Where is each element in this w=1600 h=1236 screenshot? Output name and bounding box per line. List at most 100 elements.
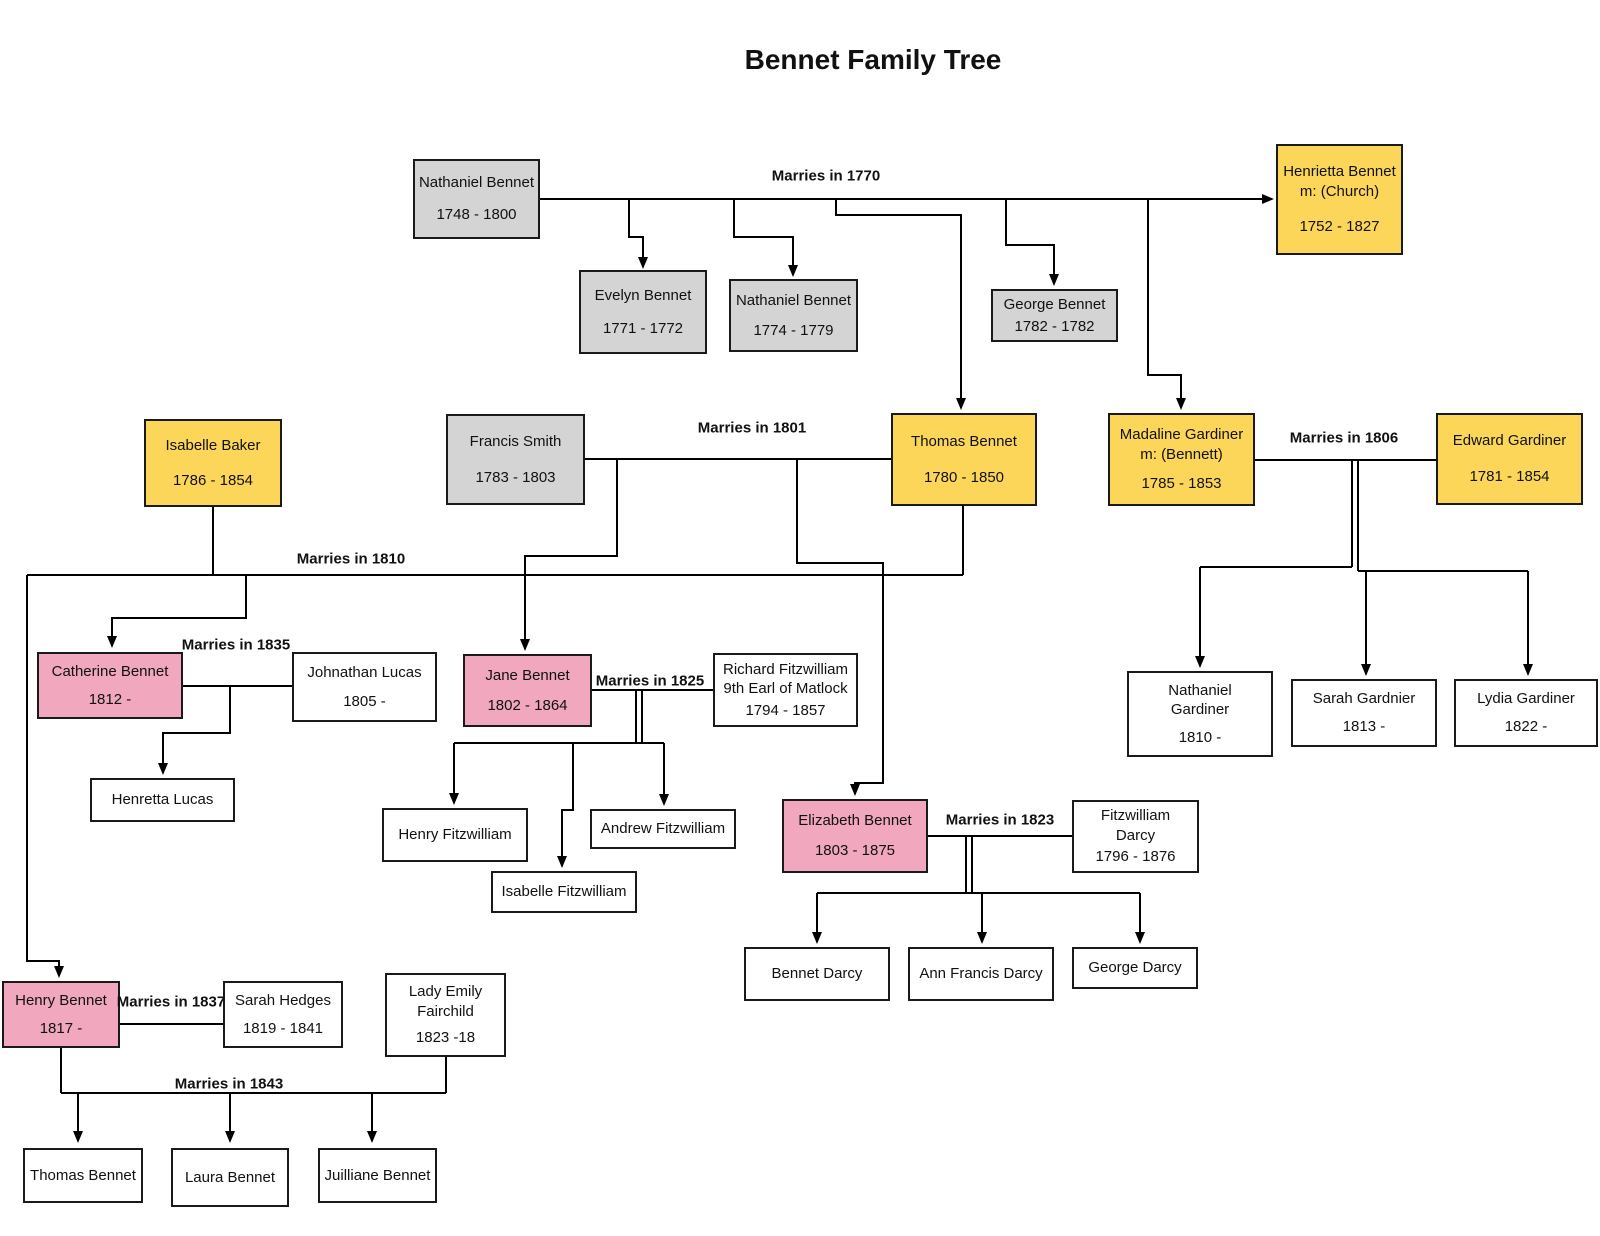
marriage-label-m1825: Marries in 1825 [595, 672, 705, 690]
person-name: George Darcy [1088, 959, 1182, 977]
marriage-label-m1835: Marries in 1835 [181, 636, 291, 654]
person-name: Catherine Bennet [51, 663, 169, 680]
edge-madaline-drop [1147, 199, 1186, 410]
person-dates: 1783 - 1803 [475, 468, 556, 486]
person-name: Ann Francis Darcy [919, 965, 1043, 983]
edge-isabelle-fitz-drop [557, 743, 574, 868]
marriage-label-m1843: Marries in 1843 [174, 1075, 284, 1093]
person-dates: 1780 - 1850 [923, 468, 1005, 486]
person-box-henry-bennet: Henry Bennet 1817 - [2, 981, 120, 1048]
person-name: Juilliane Bennet [324, 1166, 431, 1184]
person-name: Sarah Hedges [235, 992, 331, 1009]
person-box-catherine-bennet: Catherine Bennet 1812 - [37, 652, 183, 719]
person-dates: 1817 - [39, 1019, 83, 1037]
person-name: Nathaniel Bennet [418, 174, 535, 192]
person-dates: 1748 - 1800 [436, 206, 517, 224]
person-dates: 1785 - 1853 [1141, 475, 1222, 493]
person-name: Andrew Fitzwilliam [600, 820, 726, 838]
marriage-label-m1770: Marries in 1770 [771, 167, 881, 185]
person-box-nathaniel-bennet-sr: Nathaniel Bennet 1748 - 1800 [413, 159, 540, 239]
person-name: Laura Bennet [184, 1168, 276, 1186]
person-box-lydia-gardiner: Lydia Gardiner 1822 - [1454, 679, 1598, 747]
person-name: Sarah Gardnier [1312, 690, 1416, 708]
person-name: George Bennet [1003, 296, 1106, 313]
person-name: Edward Gardiner [1452, 432, 1567, 450]
person-box-sarah-hedges: Sarah Hedges 1819 - 1841 [223, 981, 343, 1048]
person-box-sarah-gardnier: Sarah Gardnier 1813 - [1291, 679, 1437, 747]
person-dates: 1805 - [343, 692, 386, 710]
page-title: Bennet Family Tree [744, 44, 1002, 75]
person-dates: 1803 - 1875 [814, 842, 896, 860]
person-name: Nathaniel Bennet [735, 292, 852, 309]
edge-elizabeth-drop [796, 459, 884, 796]
person-dates: 1819 - 1841 [242, 1019, 324, 1037]
person-box-juilliane-bennet: Juilliane Bennet [318, 1148, 437, 1203]
marriage-label-m1801: Marries in 1801 [697, 419, 807, 437]
person-dates: 1812 - [88, 690, 132, 708]
edge-nathaniel-jr-drop [733, 199, 798, 277]
edge-henry-drop [26, 575, 64, 978]
person-box-henry-fitzwilliam: Henry Fitzwilliam [382, 808, 528, 862]
person-dates: 1782 - 1782 [1014, 317, 1095, 335]
edge-george-drop [1005, 199, 1059, 286]
person-name: Isabelle Fitzwilliam [501, 883, 627, 901]
person-box-nathaniel-bennet-jr: Nathaniel Bennet 1774 - 1779 [729, 279, 858, 352]
person-box-laura-bennet: Laura Bennet [171, 1148, 289, 1207]
person-name: Elizabeth Bennet [798, 812, 912, 830]
person-name: Thomas Bennet [30, 1166, 136, 1184]
person-name: Henry Fitzwilliam [398, 826, 512, 844]
person-name: Thomas Bennet [911, 432, 1017, 450]
person-dates: 1822 - [1504, 718, 1548, 736]
person-box-johnathan-lucas: Johnathan Lucas 1805 - [292, 652, 437, 722]
person-dates: 1796 - 1876 [1095, 848, 1176, 866]
person-dates: 1781 - 1854 [1469, 468, 1550, 486]
person-box-elizabeth-bennet: Elizabeth Bennet 1803 - 1875 [782, 799, 928, 873]
marriage-label-m1806: Marries in 1806 [1289, 429, 1399, 447]
person-dates: 1771 - 1772 [602, 319, 684, 337]
person-box-george-bennet: George Bennet 1782 - 1782 [991, 289, 1118, 342]
person-dates: 1823 -18 [415, 1029, 476, 1047]
person-dates: 1810 - [1178, 728, 1222, 746]
person-dates: 1813 - [1342, 718, 1386, 736]
person-box-ann-francis-darcy: Ann Francis Darcy [908, 947, 1054, 1001]
person-box-thomas-bennet: Thomas Bennet 1780 - 1850 [891, 413, 1037, 506]
person-box-bennet-darcy: Bennet Darcy [744, 947, 890, 1001]
person-name: Lydia Gardiner [1477, 690, 1575, 708]
person-dates: 1774 - 1779 [753, 321, 834, 339]
person-box-isabelle-fitzwilliam: Isabelle Fitzwilliam [491, 871, 637, 913]
person-name: Isabelle Baker [165, 437, 261, 454]
person-name: Henretta Lucas [111, 791, 214, 809]
edge-catherine-drop [107, 575, 247, 648]
person-name: Jane Bennet [485, 667, 570, 684]
person-box-francis-smith: Francis Smith 1783 - 1803 [446, 414, 585, 505]
edge-thomas-drop [835, 199, 966, 410]
marriage-label-m1837: Marries in 1837 [116, 993, 226, 1011]
person-box-thomas-bennet-jr: Thomas Bennet [23, 1148, 143, 1203]
person-dates: 1752 - 1827 [1299, 218, 1380, 236]
person-dates: 1786 - 1854 [172, 471, 254, 489]
person-name: Bennet Darcy [771, 965, 863, 983]
person-box-henretta-lucas: Henretta Lucas [90, 778, 235, 822]
edge-evelyn-drop [628, 199, 648, 269]
person-dates: 1794 - 1857 [745, 701, 826, 719]
person-name: Johnathan Lucas [307, 664, 422, 681]
edge-jane-drop [520, 459, 618, 651]
person-name: Henry Bennet [15, 992, 107, 1009]
marriage-label-m1810: Marries in 1810 [296, 550, 406, 568]
person-box-jane-bennet: Jane Bennet 1802 - 1864 [463, 654, 592, 727]
person-dates: 1802 - 1864 [487, 696, 568, 714]
person-name: Francis Smith [469, 433, 562, 450]
person-box-andrew-fitzwilliam: Andrew Fitzwilliam [590, 809, 736, 849]
